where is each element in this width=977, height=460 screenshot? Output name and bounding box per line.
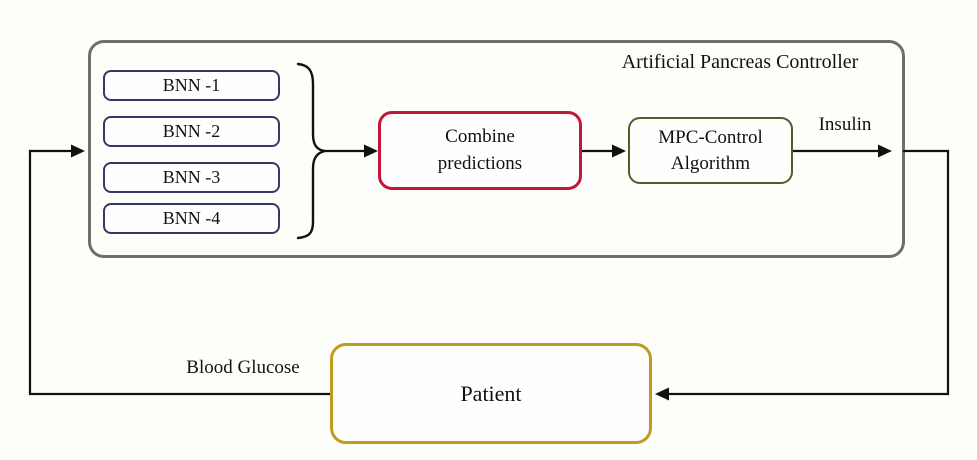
bnn-box-2: BNN -2 xyxy=(103,116,280,147)
blood-glucose-edge-label: Blood Glucose xyxy=(186,357,300,378)
mpc-control-algorithm-box: MPC-Control Algorithm xyxy=(628,117,793,184)
controller-container xyxy=(88,40,905,258)
blood-glucose-feedback-head xyxy=(71,144,85,158)
patient-box: Patient xyxy=(330,343,652,444)
arrow-combine-to-mpc-head xyxy=(612,144,626,158)
bnn-box-4: BNN -4 xyxy=(103,203,280,234)
bnn-group-brace xyxy=(296,62,326,240)
insulin-to-patient-head xyxy=(655,387,669,401)
bnn-box-1: BNN -1 xyxy=(103,70,280,101)
bnn-box-3: BNN -3 xyxy=(103,162,280,193)
insulin-edge-label: Insulin xyxy=(818,114,872,135)
insulin-to-patient-line xyxy=(668,149,950,396)
blood-glucose-feedback-line xyxy=(28,149,330,396)
arrow-brace-to-combine-head xyxy=(364,144,378,158)
combine-predictions-box: Combine predictions xyxy=(378,111,582,190)
controller-title: Artificial Pancreas Controller xyxy=(621,51,859,73)
arrow-insulin-head xyxy=(878,144,892,158)
